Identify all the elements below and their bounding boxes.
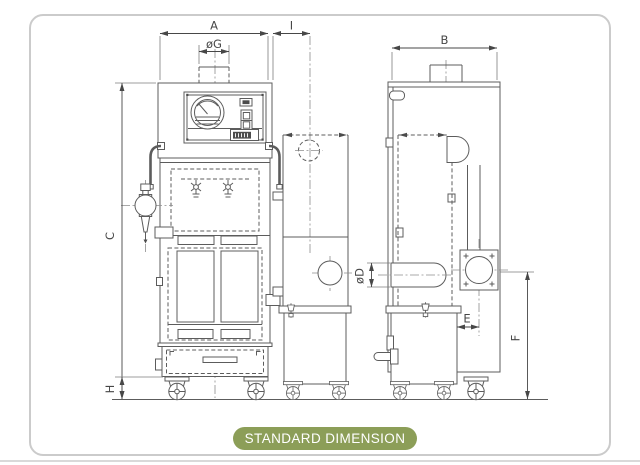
- control-panel: [183, 91, 267, 144]
- filter-grille: [167, 235, 263, 341]
- dimension-c: C: [103, 82, 156, 400]
- caster-icon: [243, 376, 269, 401]
- outlet-hole-hidden: [295, 139, 323, 162]
- dimension-e: E: [456, 312, 480, 330]
- caster-icon: [282, 381, 304, 401]
- inlet-pipe: [378, 262, 453, 288]
- bottom-divider: [0, 460, 640, 462]
- dim-label-i: I: [290, 19, 293, 33]
- inlet-flange: [451, 239, 509, 336]
- inlet-elbow: [446, 136, 470, 163]
- dimension-i: I: [272, 19, 311, 80]
- dust-bucket-side: [373, 301, 462, 385]
- nameplate-icon: [239, 98, 253, 107]
- dim-label-b: B: [441, 33, 449, 47]
- dim-label-f: F: [509, 335, 523, 342]
- side-port-left: [154, 226, 174, 239]
- edge-tab-left: [156, 277, 163, 286]
- dimension-a: A: [159, 19, 269, 80]
- dimension-h: H: [103, 376, 163, 400]
- dimension-g: øG: [198, 37, 230, 64]
- outlet-duct: [198, 66, 230, 83]
- side-view: [373, 60, 509, 401]
- brand-plate-icon: [230, 129, 259, 141]
- dim-label-d: øD: [353, 268, 367, 284]
- caster-icon: [463, 376, 489, 401]
- inlet-hole: [312, 256, 352, 291]
- standard-dimension-button[interactable]: STANDARD DIMENSION: [233, 427, 417, 450]
- drawer-handle: [202, 356, 238, 363]
- pressure-gauge-icon: [190, 95, 225, 130]
- dimension-f: F: [500, 271, 534, 400]
- caster-icon: [328, 381, 350, 401]
- air-regulator-icon: [121, 180, 173, 252]
- caster-icon: [389, 381, 411, 401]
- dust-bucket: [278, 302, 352, 385]
- caster-icon: [433, 381, 455, 401]
- dimension-b: B: [391, 33, 498, 80]
- front-view: [121, 49, 283, 401]
- dim-label-c: C: [103, 232, 117, 240]
- dust-drawer: [155, 342, 273, 377]
- dim-label-h: H: [103, 385, 117, 394]
- rear-duct-view: [272, 36, 352, 401]
- outlet-duct-side: [429, 64, 463, 82]
- dim-label-a: A: [210, 19, 218, 33]
- shaker-handle-right: [265, 142, 283, 190]
- caster-icon: [164, 376, 190, 401]
- latch-icon: [389, 90, 405, 101]
- dimension-d: øD: [353, 262, 390, 288]
- dim-label-e: E: [463, 312, 470, 326]
- dim-label-g: øG: [206, 37, 222, 51]
